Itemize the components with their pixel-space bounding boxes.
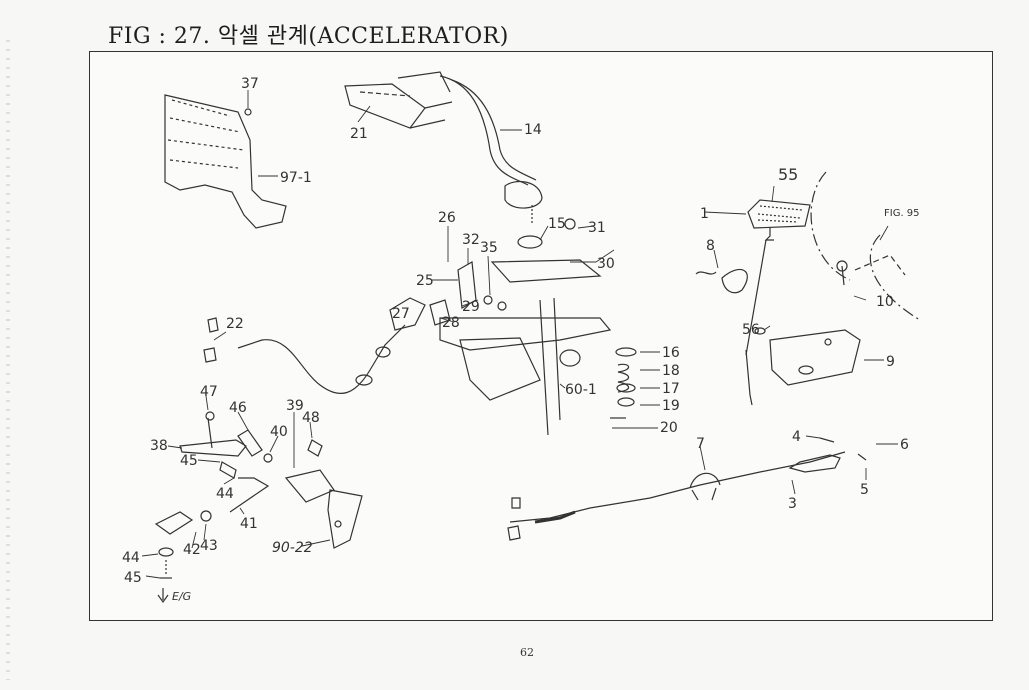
part-label: 28 xyxy=(442,315,460,331)
part-label: 19 xyxy=(662,398,680,414)
part-label: 6 xyxy=(900,437,909,453)
part-label: 37 xyxy=(241,76,259,92)
engine-direction-arrow-icon xyxy=(157,588,169,604)
part-label: 9 xyxy=(886,354,895,370)
part-label: 3 xyxy=(788,496,797,512)
part-label: 90-22 xyxy=(272,540,313,556)
page-number: 62 xyxy=(520,646,534,659)
part-label: 18 xyxy=(662,363,680,379)
part-label: 44 xyxy=(216,486,234,502)
part-label: 43 xyxy=(200,538,218,554)
engine-linkage-part xyxy=(154,411,363,579)
part-label: 29 xyxy=(462,299,480,315)
part-label: 20 xyxy=(660,420,678,436)
pedal-bracket-part xyxy=(695,171,921,406)
part-label: 32 xyxy=(462,232,480,248)
part-label: 45 xyxy=(124,570,142,586)
figure-reference: FIG. 95 xyxy=(884,208,920,219)
part-label: 41 xyxy=(240,516,258,532)
part-label: 25 xyxy=(416,273,434,289)
binding-edge-marks xyxy=(6,40,10,680)
part-label: 30 xyxy=(597,256,615,272)
leader-lines xyxy=(141,90,898,579)
part-label: 10 xyxy=(876,294,894,310)
part-label: 21 xyxy=(350,126,368,142)
part-label: 27 xyxy=(392,306,410,322)
part-label: 16 xyxy=(662,345,680,361)
part-label: 44 xyxy=(122,550,140,566)
part-label: 31 xyxy=(588,220,606,236)
part-label: 46 xyxy=(229,400,247,416)
part-label: 47 xyxy=(200,384,218,400)
part-label: 40 xyxy=(270,424,288,440)
part-label: 60-1 xyxy=(565,382,597,398)
lever-assembly-part xyxy=(389,218,612,436)
part-label: 26 xyxy=(438,210,456,226)
part-label: 7 xyxy=(696,436,705,452)
part-label: 38 xyxy=(150,438,168,454)
part-label: 39 xyxy=(286,398,304,414)
part-label: 1 xyxy=(700,206,709,222)
part-label: 15 xyxy=(548,216,566,232)
part-label: 55 xyxy=(778,165,798,184)
part-label: 17 xyxy=(662,381,680,397)
dash-panel-part xyxy=(164,94,287,229)
part-label: 4 xyxy=(792,429,801,445)
part-label: 8 xyxy=(706,238,715,254)
part-label: 42 xyxy=(183,542,201,558)
part-label: 22 xyxy=(226,316,244,332)
accelerator-cable-lower xyxy=(507,437,867,541)
part-label: 97-1 xyxy=(280,170,312,186)
part-label: 35 xyxy=(480,240,498,256)
direction-label: E/G xyxy=(172,590,191,603)
part-label: 14 xyxy=(524,122,542,138)
part-label: 48 xyxy=(302,410,320,426)
part-label: 45 xyxy=(180,453,198,469)
return-spring-stack xyxy=(610,347,637,419)
page-title: FIG : 27. 악셀 관계(ACCELERATOR) xyxy=(108,24,509,49)
part-label: 56 xyxy=(742,322,760,338)
accelerator-cable-upper xyxy=(203,317,406,394)
accelerator-pedal-part xyxy=(344,71,543,225)
part-label: 5 xyxy=(860,482,869,498)
diagram-frame xyxy=(89,51,993,621)
